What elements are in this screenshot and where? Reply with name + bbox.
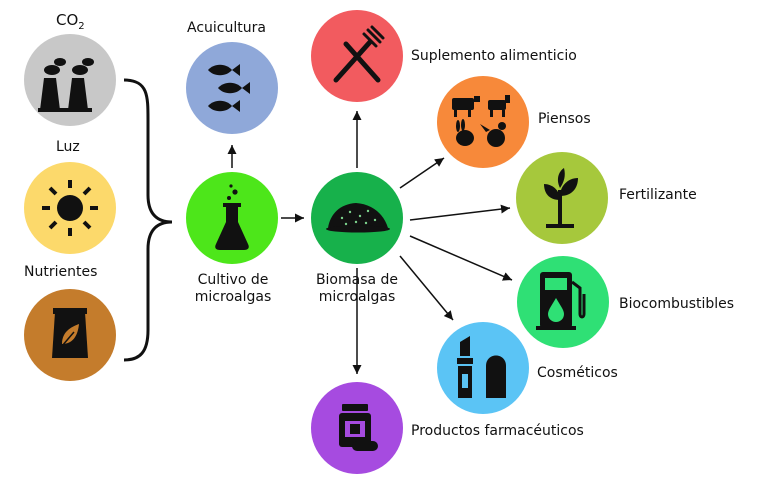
nutrients-label: Nutrientes xyxy=(24,264,98,280)
fertilizer-bag-icon xyxy=(52,308,88,358)
aquaculture-label: Acuicultura xyxy=(187,20,266,36)
flow-arrows xyxy=(227,111,513,374)
food-supplement-node xyxy=(311,10,403,102)
input-brace xyxy=(123,78,173,362)
arrow-biomass-biofuels xyxy=(409,235,513,281)
cosmetics-circle xyxy=(437,322,529,414)
biomass-node xyxy=(311,172,403,264)
biofuels-node xyxy=(517,256,609,348)
food-supplement-label: Suplemento alimenticio xyxy=(411,48,577,64)
feed-node xyxy=(437,76,529,168)
fish-icon xyxy=(208,64,250,112)
flask-icon xyxy=(215,184,249,250)
cultivation-label-line2: microalgas xyxy=(194,289,272,305)
cultivation-label: Cultivo de microalgas xyxy=(186,272,280,306)
cultivation-node xyxy=(186,172,278,264)
aquaculture-node xyxy=(186,42,278,134)
feed-circle xyxy=(437,76,529,168)
sun-icon xyxy=(42,180,98,236)
arrow-biomass-feed xyxy=(399,157,445,189)
co2-label: CO2 xyxy=(56,12,85,35)
pharma-node xyxy=(311,382,403,474)
light-label: Luz xyxy=(56,139,80,155)
biomass-label-line1: Biomasa de xyxy=(315,272,399,288)
livestock-icon xyxy=(452,95,510,147)
arrow-biomass-cosmetics xyxy=(399,255,454,321)
cultivation-label-line1: Cultivo de xyxy=(197,272,269,288)
light-node xyxy=(24,162,116,254)
cosmetics-node xyxy=(437,322,529,414)
fertilizer-label: Fertilizante xyxy=(619,187,697,203)
cosmetics-icon xyxy=(457,336,506,398)
plant-icon xyxy=(544,168,578,228)
biofuels-label: Biocombustibles xyxy=(619,296,735,312)
co2-label-text: CO xyxy=(56,11,79,29)
feed-label: Piensos xyxy=(538,111,591,127)
biomass-label-line2: microalgas xyxy=(318,289,396,305)
biomass-pile-icon xyxy=(326,203,390,233)
co2-circle xyxy=(24,34,116,126)
pill-bottle-icon xyxy=(339,404,378,451)
factory-icon xyxy=(38,58,94,112)
biomass-label: Biomasa de microalgas xyxy=(302,272,412,306)
cosmetics-label: Cosméticos xyxy=(537,365,618,381)
pharma-label: Productos farmacéuticos xyxy=(411,423,584,439)
fork-knife-icon xyxy=(333,25,385,83)
co2-node xyxy=(24,34,116,126)
co2-subscript: 2 xyxy=(78,21,85,32)
fertilizer-node xyxy=(516,152,608,244)
nutrients-node xyxy=(24,289,116,381)
fuel-pump-icon xyxy=(536,272,586,330)
arrow-biomass-fertilizer xyxy=(409,204,511,221)
